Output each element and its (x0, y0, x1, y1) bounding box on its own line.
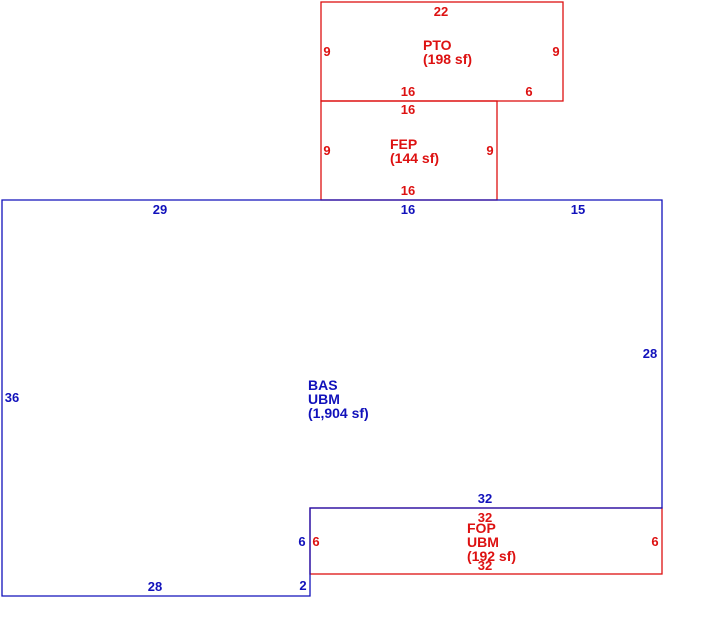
bas-outline (1, 199, 663, 597)
fep-right-dimension: 9 (486, 143, 493, 158)
bas-top-right-dimension: 15 (571, 202, 585, 217)
fop-right-dimension: 6 (651, 534, 658, 549)
fep-name: FEP (390, 136, 417, 152)
fop-bottom-dimension: 32 (478, 558, 492, 573)
bas-name: BAS (308, 377, 338, 393)
bas-step-dimension: 2 (299, 578, 306, 593)
bas-bottom-dimension: 28 (148, 579, 162, 594)
pto-left-dimension: 9 (323, 44, 330, 59)
bas-left-dimension: 36 (5, 390, 19, 405)
fep-area: (144 sf) (390, 150, 439, 166)
fep-bottom-dimension: 16 (401, 183, 415, 198)
bas-top-mid-dimension: 16 (401, 202, 415, 217)
fop-area: (192 sf) (467, 548, 516, 564)
fop-left-dimension: 6 (312, 534, 319, 549)
fep-top-dimension: 16 (401, 102, 415, 117)
bas-notch-top-dimension: 32 (478, 491, 492, 506)
fop-top-dimension: 32 (478, 510, 492, 525)
bas-top-left-dimension: 29 (153, 202, 167, 217)
pto-name: PTO (423, 37, 452, 53)
fep-left-dimension: 9 (323, 143, 330, 158)
bas-area: (1,904 sf) (308, 405, 369, 421)
pto-bottom-left-dimension: 16 (401, 84, 415, 99)
pto-top-dimension: 22 (434, 4, 448, 19)
bas-material: UBM (308, 391, 340, 407)
pto-bottom-right-dimension: 6 (525, 84, 532, 99)
fop-material: UBM (467, 534, 499, 550)
pto-area: (198 sf) (423, 51, 472, 67)
pto-right-dimension: 9 (552, 44, 559, 59)
bas-notch-side-dimension: 6 (298, 534, 305, 549)
bas-right-dimension: 28 (643, 346, 657, 361)
fop-name: FOP (467, 520, 496, 536)
